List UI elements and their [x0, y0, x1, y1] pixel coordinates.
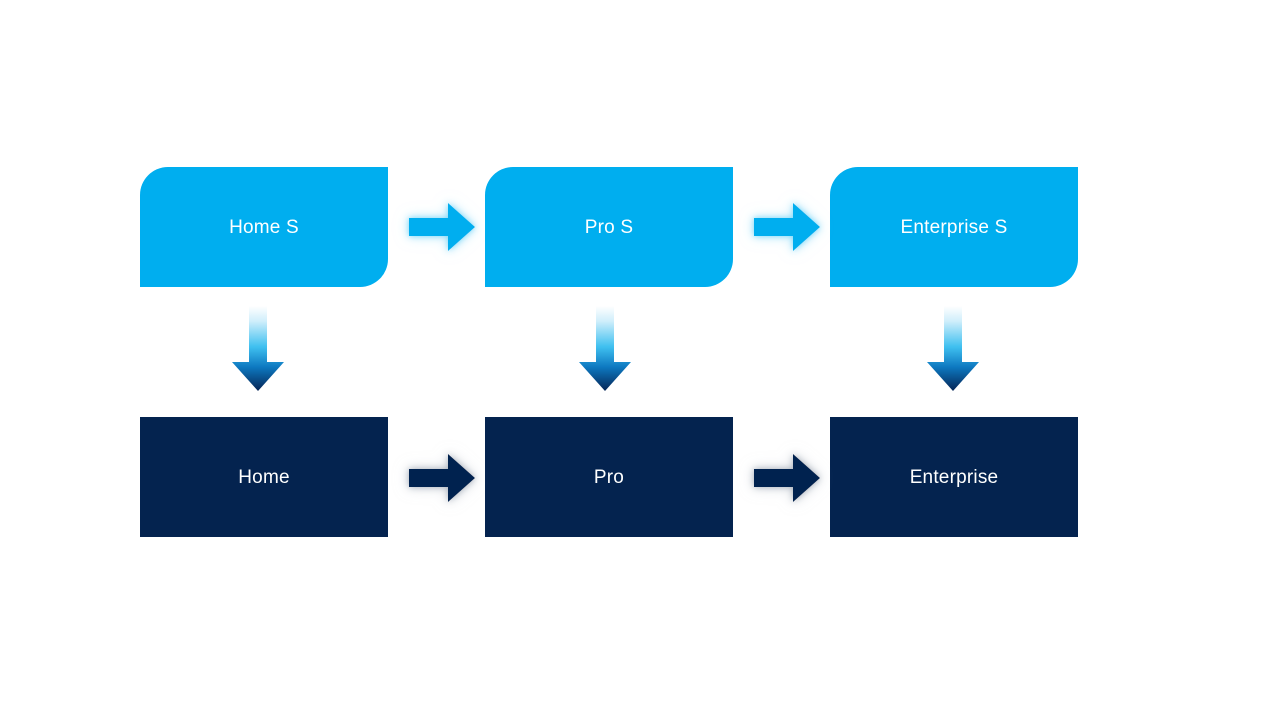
connector-pro-s-to-enterprise-s [751, 196, 823, 258]
node-label-pro-s: Pro S [584, 216, 634, 238]
connector-home-s-to-home [229, 306, 287, 392]
arrow-down-icon [924, 306, 982, 392]
node-home-s[interactable]: Home S [140, 167, 388, 287]
node-pro-s[interactable]: Pro S [485, 167, 733, 287]
arrow-down-icon [576, 306, 634, 392]
node-label-enterprise: Enterprise [909, 466, 999, 488]
arrow-right-icon [406, 196, 478, 258]
node-enterprise-s[interactable]: Enterprise S [830, 167, 1078, 287]
node-label-home-s: Home S [229, 216, 299, 238]
node-enterprise[interactable]: Enterprise [830, 417, 1078, 537]
arrow-right-icon [751, 196, 823, 258]
arrow-right-icon [406, 447, 478, 509]
connector-enterprise-s-to-enterprise [924, 306, 982, 392]
arrow-down-icon [229, 306, 287, 392]
connector-pro-s-to-pro [576, 306, 634, 392]
connector-home-to-pro [406, 447, 478, 509]
node-label-home: Home [238, 466, 290, 488]
node-pro[interactable]: Pro [485, 417, 733, 537]
node-home[interactable]: Home [140, 417, 388, 537]
node-label-enterprise-s: Enterprise S [900, 216, 1008, 238]
arrow-right-icon [751, 447, 823, 509]
connector-home-s-to-pro-s [406, 196, 478, 258]
connector-pro-to-enterprise [751, 447, 823, 509]
node-label-pro: Pro [593, 466, 625, 488]
